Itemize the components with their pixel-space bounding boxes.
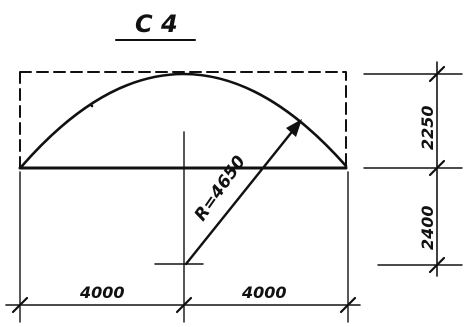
tick-right (339, 296, 357, 314)
arch-curve (20, 72, 348, 168)
ink-speck (90, 104, 94, 108)
radius-arrowhead (286, 119, 302, 137)
tick-center (175, 296, 193, 314)
dimension-right-span: 4000 (241, 283, 287, 302)
radius-line (184, 126, 297, 266)
tick-middle (428, 159, 446, 177)
tick-bottom (428, 256, 446, 274)
offset-label-group: 2400 (418, 205, 437, 250)
radius-label: R=4650 (191, 152, 250, 225)
dimension-left-span: 4000 (79, 283, 125, 302)
drawing-title: С 4 (135, 10, 178, 38)
dimension-offset: 2400 (418, 205, 437, 250)
dimension-rise: 2250 (418, 105, 437, 150)
tick-top (428, 65, 446, 83)
radius-label-group: R=4650 (191, 152, 250, 225)
tick-left (11, 296, 29, 314)
rise-label-group: 2250 (418, 105, 437, 150)
